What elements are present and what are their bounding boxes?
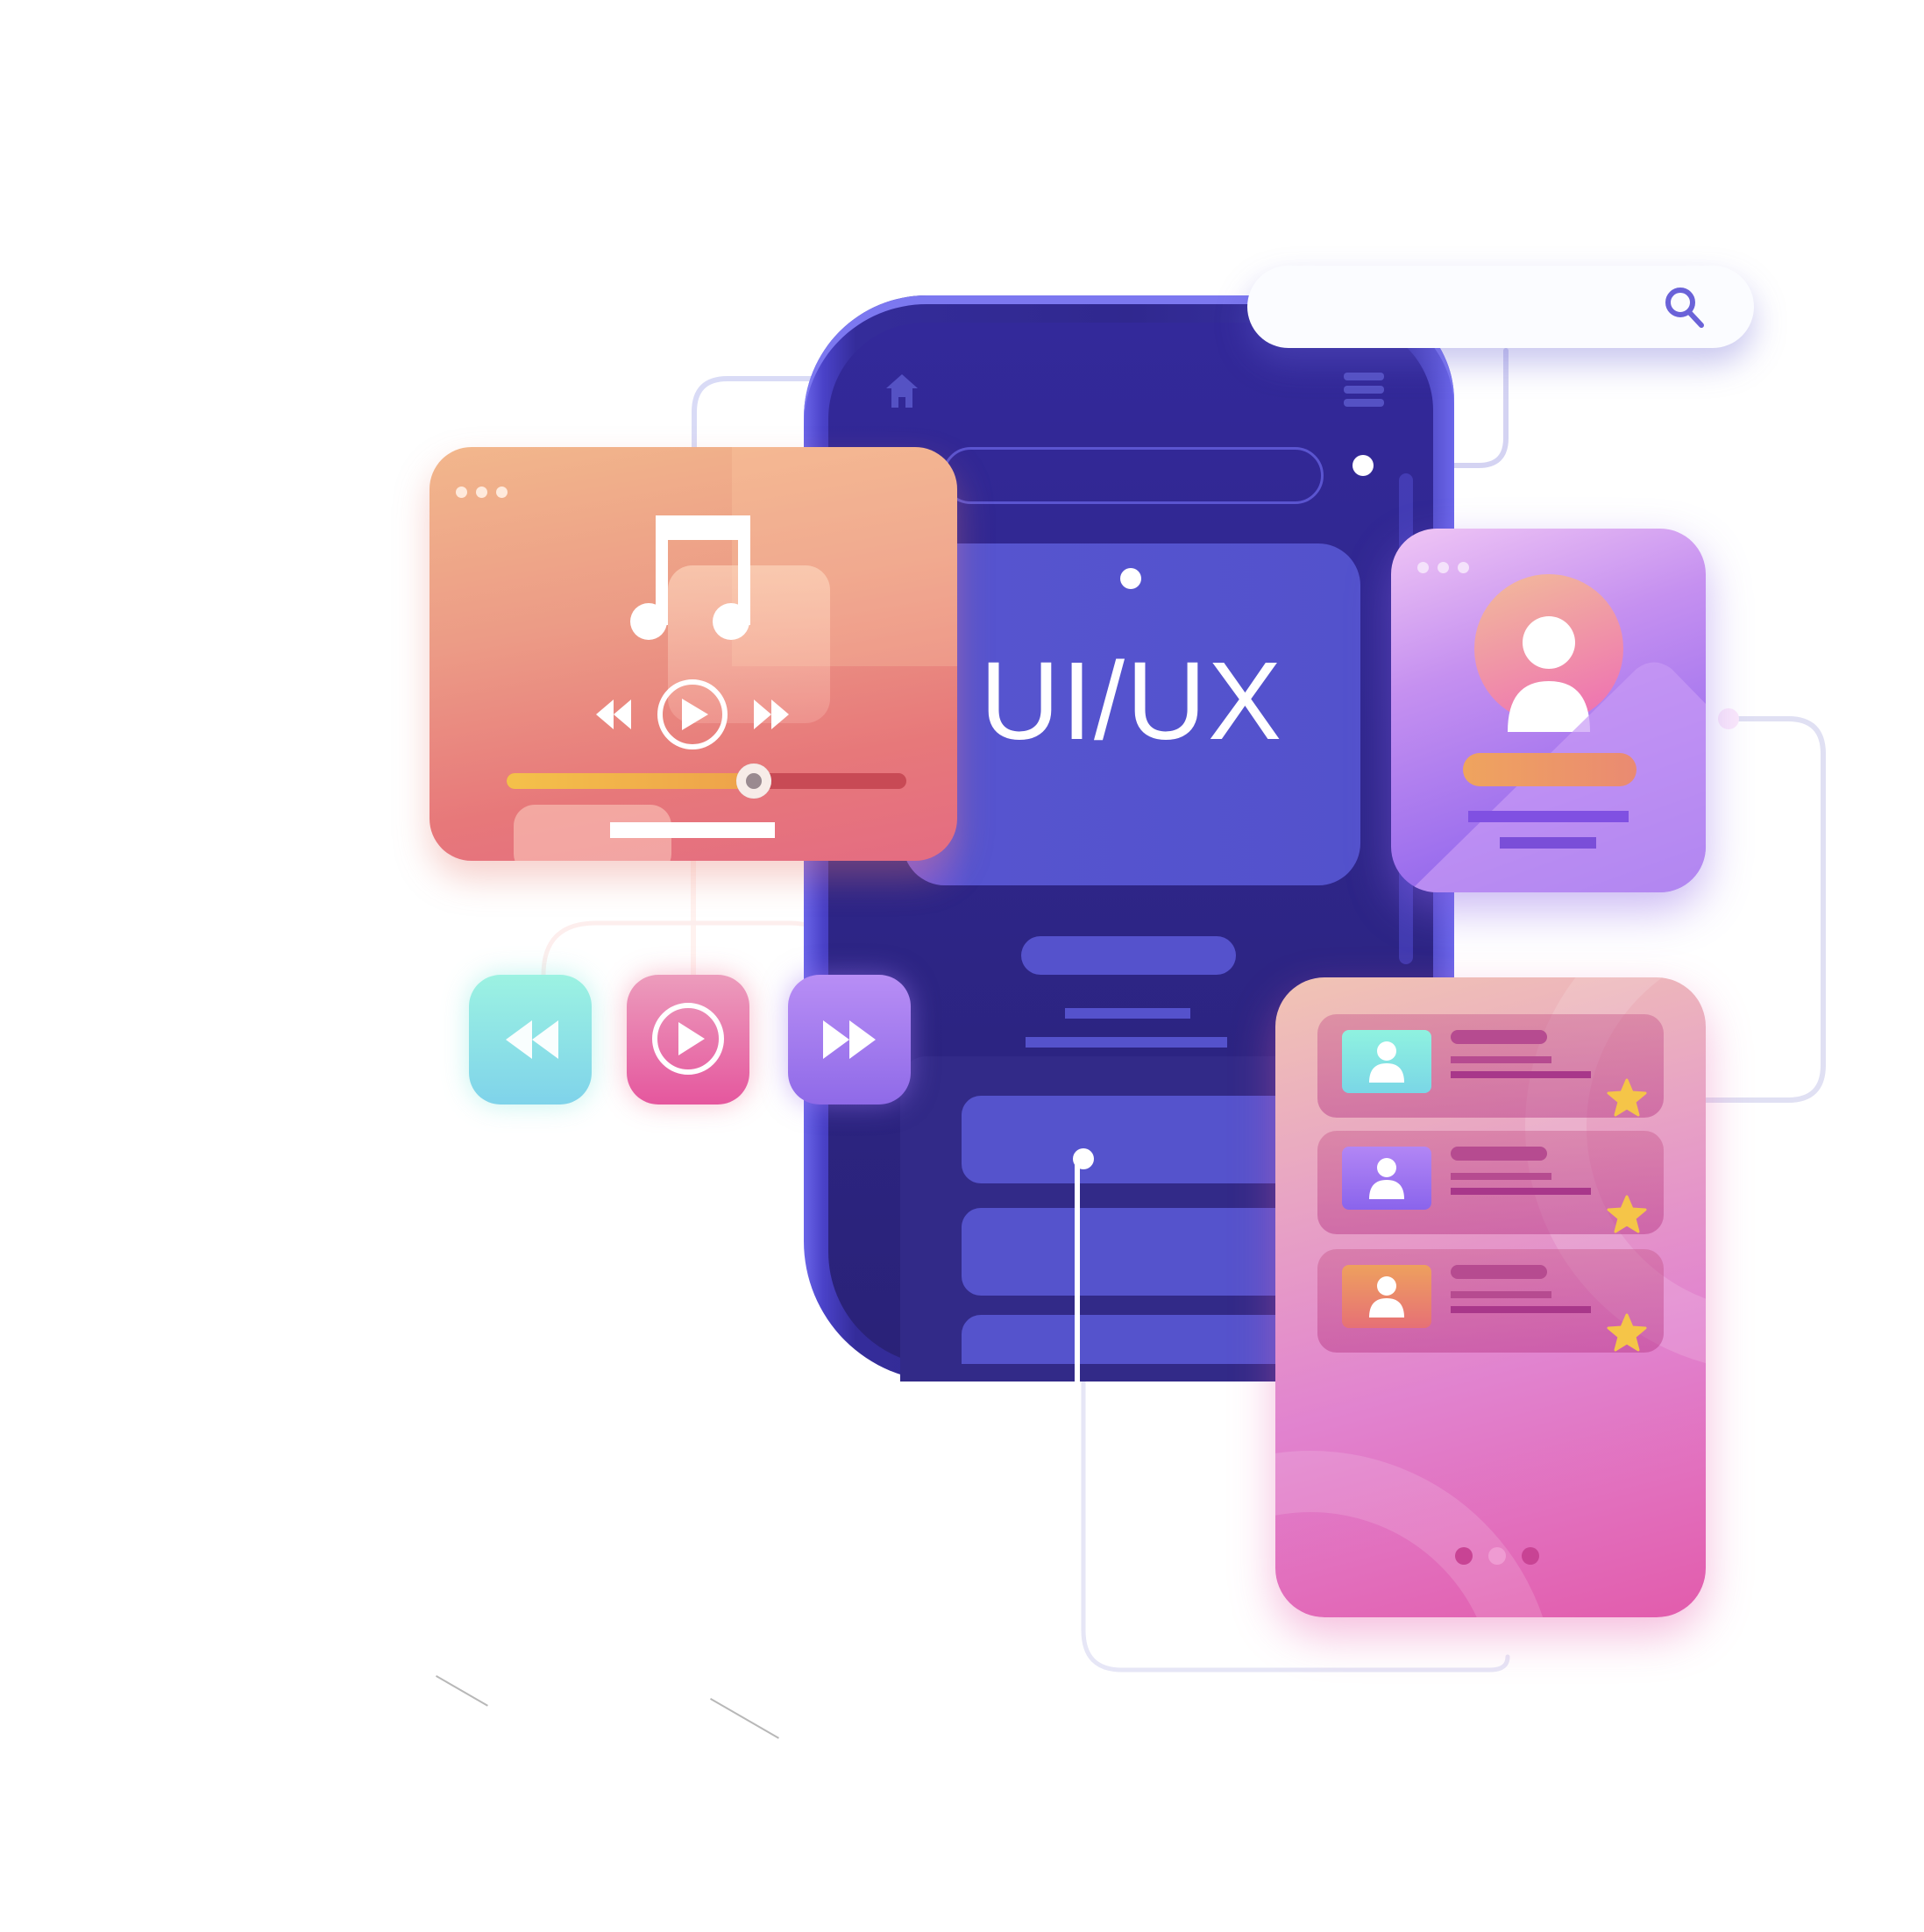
track-title-placeholder — [610, 822, 775, 838]
player-controls[interactable] — [583, 675, 802, 754]
text-line-placeholder — [1468, 811, 1629, 822]
list-item[interactable] — [1317, 1131, 1664, 1234]
rewind-icon — [506, 1020, 558, 1059]
avatar — [1342, 1030, 1431, 1093]
list-item[interactable] — [1317, 1249, 1664, 1353]
user-icon — [1369, 1276, 1404, 1318]
user-list-card — [1275, 977, 1706, 1617]
profile-name-placeholder — [1463, 753, 1636, 786]
progress-fill — [507, 773, 752, 789]
rewind-button[interactable] — [469, 975, 592, 1105]
star-icon[interactable] — [1607, 1077, 1647, 1118]
play-button[interactable] — [627, 975, 749, 1105]
decorative-stroke — [710, 1698, 779, 1739]
progress-knob[interactable] — [736, 764, 771, 799]
star-icon[interactable] — [1607, 1312, 1647, 1353]
connector-dot — [1120, 568, 1141, 589]
music-player-card — [430, 447, 957, 861]
avatar — [1342, 1147, 1431, 1210]
profile-card — [1391, 529, 1706, 892]
window-dots[interactable] — [1417, 562, 1469, 573]
connector-dot — [1352, 455, 1374, 476]
decorative-stroke — [436, 1675, 488, 1707]
content-block[interactable] — [962, 1096, 1330, 1183]
search-icon[interactable] — [1663, 285, 1707, 329]
pagination-dots[interactable] — [1455, 1547, 1539, 1565]
hero-panel — [903, 543, 1360, 885]
connector-dot — [1718, 708, 1739, 729]
fast-forward-button[interactable] — [788, 975, 911, 1105]
play-icon — [657, 679, 728, 749]
hero-button[interactable] — [1021, 936, 1236, 975]
rewind-icon — [596, 700, 631, 729]
play-circle-icon — [652, 1003, 724, 1075]
user-icon — [1369, 1158, 1404, 1199]
text-line-placeholder — [1500, 837, 1596, 849]
phone-search-field[interactable] — [942, 447, 1324, 504]
user-avatar-icon — [1508, 616, 1590, 732]
fast-forward-icon — [754, 700, 789, 729]
hamburger-menu-icon[interactable] — [1344, 373, 1384, 409]
search-input[interactable] — [1282, 285, 1654, 330]
home-icon[interactable] — [884, 373, 920, 409]
text-line-placeholder — [1026, 1037, 1227, 1048]
content-block[interactable] — [962, 1208, 1330, 1296]
content-block[interactable] — [962, 1315, 1330, 1364]
text-line-placeholder — [1065, 1008, 1190, 1019]
music-note-icon — [630, 515, 750, 640]
user-icon — [1369, 1041, 1404, 1083]
fast-forward-icon — [823, 1020, 876, 1059]
hero-title: UI/UX — [979, 639, 1284, 763]
window-dots[interactable] — [456, 487, 508, 498]
star-icon[interactable] — [1607, 1194, 1647, 1234]
connector-line — [1075, 1159, 1080, 1387]
list-item[interactable] — [1317, 1014, 1664, 1118]
avatar — [1342, 1265, 1431, 1328]
